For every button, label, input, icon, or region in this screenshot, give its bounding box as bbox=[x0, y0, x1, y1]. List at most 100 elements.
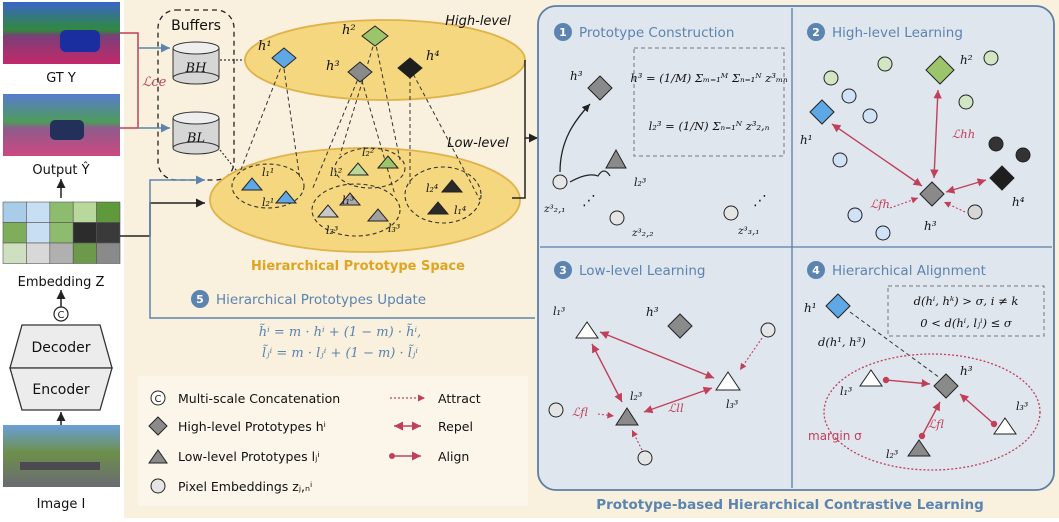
legend-high-label: High-level Prototypes hⁱ bbox=[178, 419, 326, 434]
legend-pixel-label: Pixel Embeddings zⱼ,ₙⁱ bbox=[178, 479, 312, 494]
legend-low-label: Low-level Prototypes lⱼⁱ bbox=[178, 449, 320, 464]
svg-text:⋰: ⋰ bbox=[582, 193, 596, 209]
p2-h3-diamond bbox=[919, 181, 945, 207]
p2-h2-diamond bbox=[925, 55, 955, 85]
p3-l13-triangle bbox=[575, 321, 599, 339]
l13-label: l₁³ bbox=[342, 194, 354, 207]
gt-car-shape bbox=[60, 30, 100, 52]
update-section: 5 Hierarchical Prototypes Update h̃ⁱ = m… bbox=[149, 175, 535, 361]
p4-h1-label: h¹ bbox=[804, 301, 817, 315]
concat-symbol: C bbox=[58, 310, 65, 321]
l23-label: l₂³ bbox=[326, 224, 338, 237]
low-level-label: Low-level bbox=[447, 136, 509, 151]
embedding-label: Embedding Z bbox=[18, 275, 105, 290]
svg-text:⋰: ⋰ bbox=[753, 193, 767, 209]
panel-low-level-learning: 3 Low-level Learning l₁³ h³ l₂³ l₃³ ℒfl … bbox=[548, 261, 776, 466]
legend-pixel-icon bbox=[150, 478, 166, 494]
l11-label: l₁¹ bbox=[262, 166, 274, 179]
update-title: Hierarchical Prototypes Update bbox=[216, 292, 426, 308]
p4-h3-diamond bbox=[933, 373, 959, 399]
update-arrow bbox=[149, 175, 535, 319]
low-clusters bbox=[231, 147, 482, 237]
p1-z31-label: z³₃,₁ bbox=[737, 225, 760, 237]
embedding-cell bbox=[2, 201, 27, 223]
p3-lfl-label: ℒfl bbox=[572, 405, 588, 419]
encoder-block bbox=[9, 367, 113, 411]
high-level-label: High-level bbox=[445, 14, 511, 29]
panel-1-title: Prototype Construction bbox=[579, 25, 734, 41]
update-eq-2: l̃ⱼⁱ = m · lⱼⁱ + (1 − m) · l̃ⱼⁱ bbox=[262, 344, 418, 361]
prototype-h1 bbox=[271, 47, 297, 69]
h4-label: h⁴ bbox=[426, 49, 440, 64]
panel-3-title: Low-level Learning bbox=[579, 263, 705, 279]
p1-h3-diamond bbox=[587, 75, 613, 101]
p4-h3-label: h³ bbox=[960, 364, 973, 378]
svg-text:C: C bbox=[155, 394, 162, 405]
p4-distance-line bbox=[849, 311, 941, 379]
step-1-number: 1 bbox=[559, 26, 567, 39]
ce-loss-bracket bbox=[120, 32, 139, 129]
buffers-group: Buffers BH BL bbox=[138, 9, 255, 181]
embedding-cell bbox=[26, 201, 51, 223]
l33-label: l₃³ bbox=[388, 222, 400, 235]
embedding-cell bbox=[2, 222, 27, 244]
legend-concat-label: Multi-scale Concatenation bbox=[178, 391, 340, 406]
buffer-low-link bbox=[219, 149, 241, 176]
p4-l23-triangle bbox=[907, 439, 931, 457]
legend-attract-label: Attract bbox=[438, 391, 481, 406]
equation-box bbox=[633, 47, 785, 157]
contrastive-learning-panels: Prototype-based Hierarchical Contrastive… bbox=[537, 5, 1055, 513]
low-level-ellipse bbox=[209, 147, 521, 253]
p1-arrow-up bbox=[559, 103, 591, 173]
prototype-h3 bbox=[347, 61, 373, 83]
step-5-number: 5 bbox=[196, 293, 204, 306]
output-car-shape bbox=[50, 120, 84, 140]
p2-h1-diamond bbox=[809, 99, 835, 125]
p4-distance-label: d(h¹, h³) bbox=[818, 335, 866, 349]
embedding-cell bbox=[72, 222, 97, 244]
p2-h1-label: h¹ bbox=[800, 133, 813, 147]
p1-l23-triangle bbox=[605, 148, 627, 169]
legend-repel-label: Repel bbox=[438, 419, 473, 434]
gt-label: GT Y bbox=[46, 71, 76, 86]
p1-z21-label: z³₂,₁ bbox=[543, 203, 566, 215]
p1-l23-label: l₂³ bbox=[634, 176, 646, 189]
p2-lfh-label: ℒfh bbox=[870, 197, 890, 211]
step-5-badge bbox=[191, 290, 209, 308]
buffer-low-label: BL bbox=[186, 131, 205, 146]
low-prototypes: l₁¹ l₂¹ l₁² l₂² l₁³ l₂³ l₃³ l₂⁴ l₁⁴ bbox=[240, 146, 466, 237]
embedding-cell bbox=[49, 201, 74, 223]
buffer-low-cylinder: BL bbox=[172, 111, 220, 155]
main-title: Prototype-based Hierarchical Contrastive… bbox=[596, 497, 984, 513]
buffers-frame bbox=[157, 9, 235, 181]
embedding-cell bbox=[26, 242, 51, 264]
legend-high-icon bbox=[148, 416, 168, 436]
prototype-l2-1 bbox=[274, 190, 298, 204]
condition-box bbox=[887, 285, 1045, 337]
p2-h3-label: h³ bbox=[924, 219, 937, 233]
prototype-l2-3 bbox=[316, 204, 340, 218]
p2-h2-label: h² bbox=[960, 53, 973, 67]
l22-label: l₂² bbox=[362, 146, 374, 159]
legend-low-icon bbox=[148, 449, 168, 464]
p4-l13-triangle bbox=[859, 369, 883, 387]
buffer-high-cylinder: BH bbox=[172, 41, 220, 85]
margin-ellipse bbox=[823, 353, 1041, 471]
legend-concat-icon bbox=[150, 390, 166, 406]
embedding-cell bbox=[2, 242, 27, 264]
legend: C Multi-scale Concatenation High-level P… bbox=[138, 376, 528, 506]
p4-l33-triangle bbox=[993, 417, 1017, 435]
p4-l13-label: l₁³ bbox=[840, 385, 852, 398]
embedding-cell bbox=[49, 242, 74, 264]
prototype-h4 bbox=[397, 57, 423, 79]
p3-h3-label: h³ bbox=[646, 305, 659, 319]
prototype-space: High-level Low-level h¹ h² h³ h⁴ bbox=[120, 14, 538, 274]
output-label: Output Ŷ bbox=[32, 162, 89, 178]
embedding-cell bbox=[26, 222, 51, 244]
embedding-cell bbox=[49, 222, 74, 244]
left-pipeline: GT Y Output Ŷ Embedding Z C Decoder Enco… bbox=[2, 2, 167, 512]
p3-l13-label: l₁³ bbox=[553, 305, 565, 318]
decoder-label: Decoder bbox=[32, 340, 91, 356]
hierarchy-links bbox=[239, 39, 481, 201]
embedding-grid bbox=[2, 201, 121, 264]
